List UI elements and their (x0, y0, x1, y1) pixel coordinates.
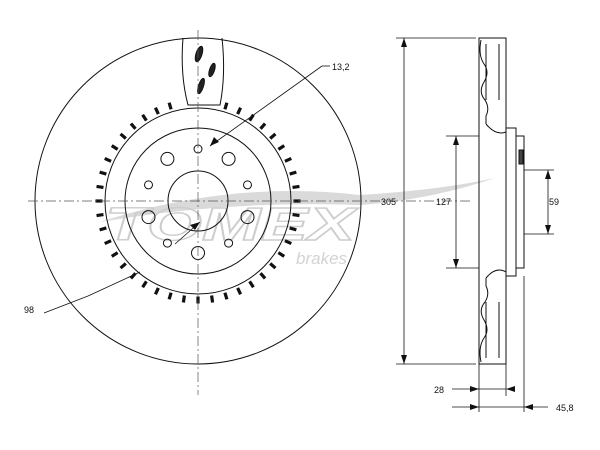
ventilation-slot (141, 280, 148, 289)
ventilation-slot (129, 272, 137, 280)
watermark-brand: TOMEX (105, 198, 359, 250)
arrow (524, 404, 533, 410)
ventilation-slot (259, 122, 267, 130)
ventilation-slot (99, 226, 107, 232)
ventilation-slot (236, 287, 243, 295)
dim-bolt-hole: 13,2 (332, 62, 350, 72)
ventilation-slot (210, 295, 215, 303)
bolt-holes (141, 144, 255, 260)
arrow (453, 136, 459, 145)
ventilation-slot (223, 292, 229, 300)
ventilation-slot (167, 292, 173, 300)
ventilation-slot (96, 184, 104, 189)
arrow (506, 386, 515, 392)
ventilation-slot (277, 144, 286, 151)
bolt-hole (160, 151, 175, 166)
bolt-hole (144, 180, 153, 190)
ventilation-slot (104, 156, 112, 163)
arrowheads (190, 38, 551, 410)
dim-center-bore: 127 (436, 197, 451, 207)
ventilation-slot (110, 251, 119, 258)
ventilation-slot (181, 295, 186, 303)
ventilation-slots (95, 102, 301, 304)
vent-window (181, 37, 225, 106)
ventilation-slot (284, 156, 292, 163)
ventilation-slot (248, 113, 255, 122)
watermark-subtitle: brakes (296, 249, 348, 268)
arrow (470, 404, 479, 410)
arrow (453, 259, 459, 268)
ventilation-slot (99, 170, 107, 176)
bolt-hole (162, 238, 172, 248)
arrow (545, 225, 551, 234)
leader-98 (43, 295, 89, 314)
dim-outer-diameter: 305 (381, 197, 396, 207)
friction-ring-outline (478, 37, 507, 365)
dim-thickness: 28 (434, 385, 444, 395)
watermark-logo: TOMEX brakes (100, 178, 495, 268)
vent-profile-bottom (479, 278, 489, 363)
ventilation-slot (284, 239, 292, 246)
arrow (401, 355, 407, 364)
vent-profile-top (479, 39, 489, 124)
vent-slot (194, 45, 204, 63)
disc-side-view (478, 37, 525, 365)
arrow (210, 137, 219, 146)
arrow (470, 386, 479, 392)
ventilation-slot (153, 107, 160, 115)
ventilation-slot (119, 132, 127, 140)
ventilation-slot (95, 199, 103, 203)
bolt-hole (224, 238, 234, 248)
vent-channel (485, 44, 500, 100)
ventilation-slot (236, 107, 243, 115)
ventilation-slot (269, 132, 277, 140)
ventilation-slot (293, 199, 301, 203)
ventilation-slot (259, 272, 267, 280)
ventilation-slot (223, 102, 229, 110)
hat-inner (485, 123, 507, 279)
ventilation-slot (153, 287, 160, 295)
leader-98-b (87, 271, 141, 297)
bolt-hole (240, 210, 255, 225)
dim-pcd: 98 (24, 305, 34, 315)
arrow (190, 222, 200, 230)
leader-13-2 (209, 65, 323, 147)
ventilation-slot (110, 144, 119, 151)
arrow (401, 38, 407, 47)
bolt-hole (141, 210, 156, 225)
bolt-hole (243, 180, 252, 190)
centerlines (28, 30, 470, 395)
ventilation-slot (96, 213, 104, 218)
ventilation-slot (269, 262, 277, 270)
dim-total-height: 45,8 (556, 403, 574, 413)
hub-edge-mark (518, 149, 524, 165)
dimension-labels: 305 127 59 13,2 28 45,8 98 (24, 62, 574, 413)
vent-channel (485, 302, 500, 358)
dim-hub-height: 59 (549, 197, 559, 207)
bolt-hole (221, 151, 236, 166)
vent-slot (197, 77, 205, 95)
ventilation-slot (277, 251, 286, 258)
hat-profile (506, 127, 525, 277)
vent-slot (208, 62, 216, 78)
ventilation-slot (104, 239, 112, 246)
arrow (545, 170, 551, 179)
ventilation-slot (292, 213, 300, 218)
ventilation-slot (129, 122, 137, 130)
ventilation-slot (167, 102, 173, 110)
ventilation-slot (289, 170, 297, 176)
ventilation-slot (119, 262, 127, 270)
dimension-lines (43, 37, 554, 412)
ventilation-slot (292, 184, 300, 189)
ventilation-slot (289, 226, 297, 232)
ventilation-slot (141, 113, 148, 122)
ventilation-slot (248, 280, 255, 289)
